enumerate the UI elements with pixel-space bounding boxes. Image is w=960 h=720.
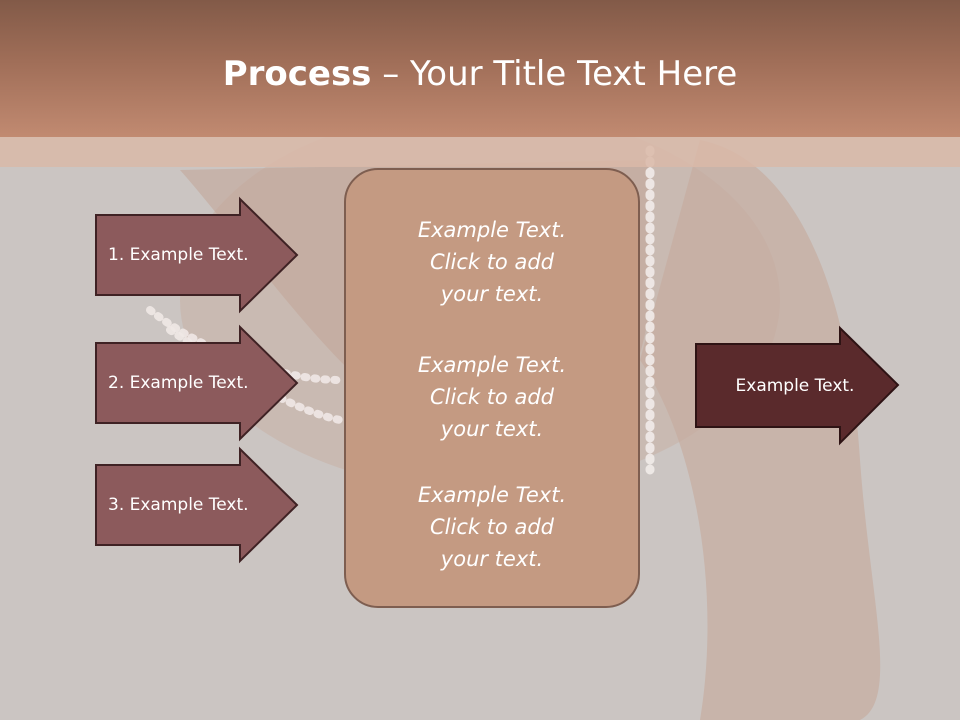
title-bar [0, 0, 960, 137]
step-arrow-1[interactable]: 1. Example Text. [95, 196, 299, 314]
center-text-block-2[interactable]: Example Text. Click to add your text. [346, 349, 638, 445]
block-line: Click to add [429, 250, 554, 274]
block-line: your text. [440, 417, 544, 441]
block-line: Example Text. [417, 483, 567, 507]
step-label: 1. Example Text. [108, 245, 249, 265]
slide-title: Process – Your Title Text Here [0, 52, 960, 96]
output-label: Example Text. [735, 375, 855, 396]
step-label: 2. Example Text. [108, 373, 249, 393]
arrow-shape [95, 446, 299, 564]
block-line: Click to add [429, 515, 554, 539]
output-arrow[interactable]: Example Text. [695, 325, 900, 446]
block-line: your text. [440, 282, 544, 306]
block-line: your text. [440, 547, 544, 571]
step-arrow-3[interactable]: 3. Example Text. [95, 446, 299, 564]
block-line: Example Text. [417, 353, 567, 377]
arrow-shape [95, 324, 299, 442]
title-rest: – Your Title Text Here [371, 54, 738, 94]
block-line: Example Text. [417, 218, 567, 242]
step-arrow-2[interactable]: 2. Example Text. [95, 324, 299, 442]
title-bold: Process [222, 54, 372, 94]
step-label: 3. Example Text. [108, 495, 249, 515]
title-band [0, 137, 960, 167]
arrow-shape [695, 325, 900, 446]
arrow-shape [95, 196, 299, 314]
block-line: Click to add [429, 385, 554, 409]
center-text-block-3[interactable]: Example Text. Click to add your text. [346, 479, 638, 575]
center-text-box[interactable]: Example Text. Click to add your text. Ex… [344, 168, 640, 608]
center-text-block-1[interactable]: Example Text. Click to add your text. [346, 214, 638, 310]
